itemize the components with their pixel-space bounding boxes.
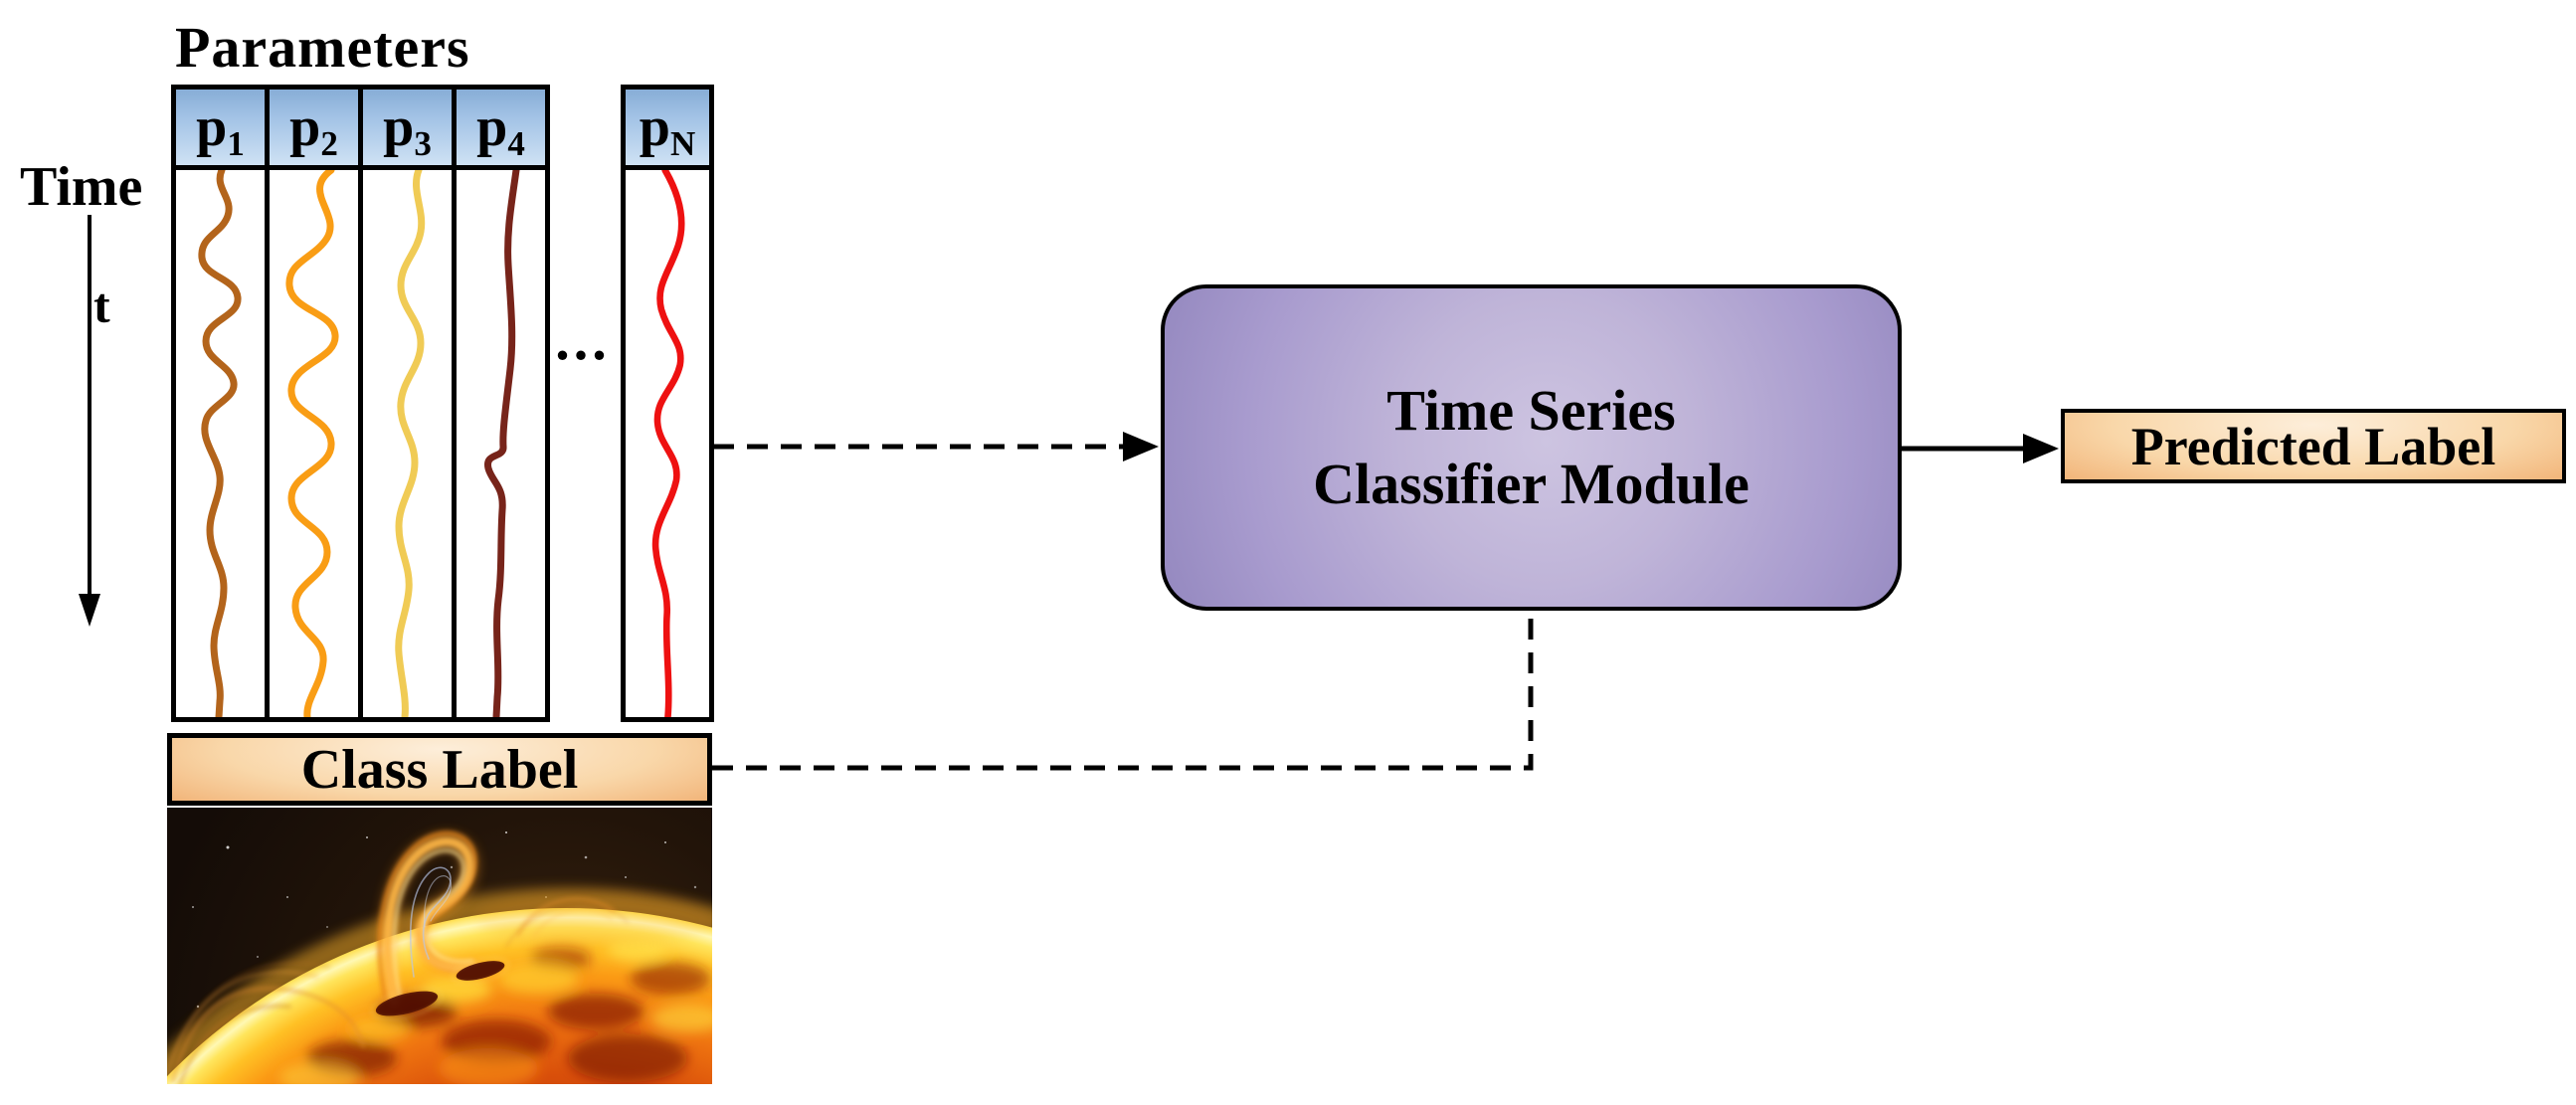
timeseries-curve-p1 [198, 170, 242, 717]
param-p2-base: p [289, 96, 321, 158]
predicted-label-box: Predicted Label [2061, 409, 2566, 483]
timeseries-curve-p2 [285, 170, 339, 717]
p1-wave [198, 170, 242, 717]
columns-ellipsis: ... [555, 307, 611, 372]
timeseries-column-pN [621, 165, 714, 722]
param-p4-base: p [476, 96, 508, 158]
sunspot-footpoints [370, 957, 510, 1020]
timeseries-column-p2 [265, 165, 363, 722]
param-p3-sub: 3 [414, 123, 432, 163]
classifier-to-predicted-arrow [1902, 434, 2059, 463]
timeseries-curve-pN [651, 170, 685, 717]
p4-wave [484, 170, 520, 717]
param-pN-sub: N [669, 123, 696, 163]
sun-illustration [167, 808, 712, 1084]
params-to-classifier-dashed-arrow [713, 432, 1159, 461]
left-coronal-arc [167, 962, 365, 1084]
param-pN-base: p [639, 96, 670, 158]
timeseries-column-p1 [171, 165, 270, 722]
classifier-module-box: Time Series Classifier Module [1161, 284, 1902, 611]
param-p2-sub: 2 [320, 123, 338, 163]
p3-wave [395, 170, 426, 717]
time-tick-label: t [93, 277, 110, 333]
timeseries-curve-p3 [395, 170, 426, 717]
p2-wave [285, 170, 339, 717]
classifier-module-line2: Classifier Module [1313, 452, 1749, 516]
param-p1-base: p [196, 96, 228, 158]
sun-surface-texture [279, 937, 712, 1084]
flare-loop [377, 830, 483, 1010]
pN-wave [651, 170, 685, 717]
timeseries-column-p3 [358, 165, 457, 722]
param-p1-sub: 1 [227, 123, 245, 163]
class-label-box: Class Label [167, 733, 712, 806]
timeseries-curve-p4 [484, 170, 520, 717]
timeseries-column-p4 [452, 165, 550, 722]
param-p4-sub: 4 [507, 123, 525, 163]
class-label-text: Class Label [300, 738, 579, 801]
classifier-module-line1: Time Series [1386, 377, 1676, 443]
param-p3-base: p [383, 96, 415, 158]
solar-flare-image [167, 808, 712, 1084]
time-axis-label: Time [20, 156, 143, 218]
parameters-title: Parameters [175, 15, 470, 80]
classlabel-to-classifier-dashed-line [712, 613, 1534, 771]
right-coronal-loops [505, 897, 629, 948]
predicted-label-text: Predicted Label [2130, 416, 2496, 476]
